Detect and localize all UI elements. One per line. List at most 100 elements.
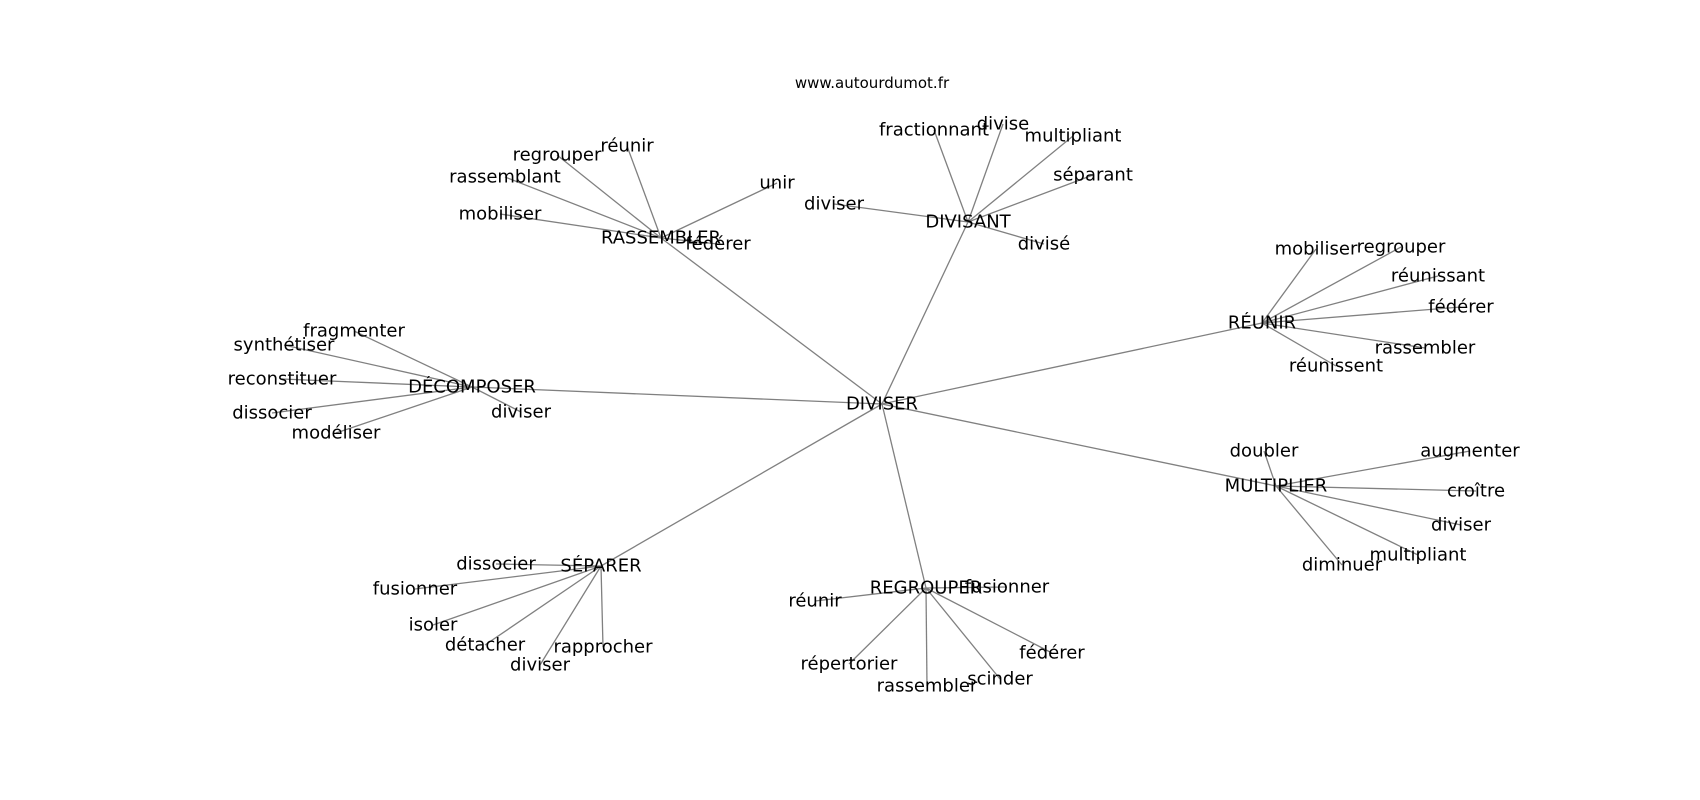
node-leaf-multiplier-augmenter[interactable]: augmenter [1420, 441, 1520, 462]
edge-center-decomposer [471, 386, 883, 405]
node-leaf-reunir-reunissant[interactable]: réunissant [1391, 266, 1485, 287]
node-leaf-multiplier-doubler[interactable]: doubler [1230, 441, 1299, 462]
edge-divisant-separant [967, 174, 1094, 223]
node-leaf-divisant-divise[interactable]: divisé [1018, 234, 1071, 255]
edge-divisant-divise [967, 123, 1004, 223]
edge-separer-fusionner [414, 565, 602, 590]
edge-multiplier-diminuer [1275, 485, 1343, 566]
node-leaf-regrouper-scinder[interactable]: scinder [967, 669, 1033, 690]
node-leaf-reunir-rassembler[interactable]: rassembler [1375, 338, 1476, 359]
node-leaf-rassembler-unir[interactable]: unir [759, 173, 795, 194]
node-leaf-reunir-federer[interactable]: fédérer [1428, 297, 1494, 318]
node-leaf-separer-dissocier[interactable]: dissocier [456, 554, 536, 575]
edge-reunir-regrouper [1261, 246, 1402, 324]
edge-reunir-rassembler [1261, 322, 1426, 349]
node-leaf-rassembler-federer[interactable]: fédérer [685, 234, 751, 255]
edge-multiplier-multipliant [1275, 485, 1419, 556]
edge-reunir-reunissant [1261, 275, 1439, 324]
edge-rassembler-reunir [626, 145, 662, 239]
node-leaf-decomposer-dissocier[interactable]: dissocier [232, 403, 312, 424]
node-leaf-decomposer-diviser[interactable]: diviser [491, 402, 552, 423]
edge-rassembler-regrouper [556, 154, 662, 239]
edge-rassembler-rassemblant [504, 176, 662, 239]
node-leaf-multiplier-diviser[interactable]: diviser [1431, 515, 1492, 536]
node-leaf-separer-rapprocher[interactable]: rapprocher [553, 637, 653, 658]
edge-rassembler-unir [660, 182, 778, 239]
node-leaf-decomposer-fragmenter[interactable]: fragmenter [303, 321, 405, 342]
edge-center-reunir [881, 322, 1263, 405]
node-center-diviser[interactable]: DIVISER [846, 394, 918, 415]
node-leaf-reunir-mobiliser[interactable]: mobiliser [1275, 239, 1358, 260]
edge-center-separer [600, 403, 883, 567]
edge-regrouper-fusionner [925, 586, 1008, 589]
edge-separer-rapprocher [600, 565, 604, 648]
edge-separer-isoler [432, 565, 602, 626]
edge-center-multiplier [881, 403, 1277, 487]
edge-center-divisant [881, 221, 969, 405]
node-hub-regrouper[interactable]: REGROUPER [870, 578, 982, 599]
node-leaf-rassembler-rassemblant[interactable]: rassemblant [449, 167, 561, 188]
edge-reunir-federer [1261, 306, 1462, 324]
node-leaf-regrouper-reunir[interactable]: réunir [788, 591, 842, 612]
edge-decomposer-dissocier [271, 386, 473, 414]
edge-divisant-fractionnant [933, 129, 969, 223]
node-leaf-divisant-diviser[interactable]: diviser [804, 194, 865, 215]
node-leaf-reunir-regrouper[interactable]: regrouper [1357, 237, 1446, 258]
edge-rassembler-mobiliser [499, 213, 662, 239]
node-leaf-regrouper-rassembler[interactable]: rassembler [877, 676, 978, 697]
edge-regrouper-reunir [814, 587, 927, 602]
node-leaf-divisant-divise[interactable]: divise [977, 114, 1030, 135]
edge-divisant-multipliant [967, 135, 1074, 223]
node-leaf-separer-isoler[interactable]: isoler [409, 615, 458, 636]
edge-multiplier-doubler [1263, 450, 1277, 487]
node-leaf-decomposer-synthetiser[interactable]: synthétiser [234, 335, 335, 356]
edge-center-rassembler [660, 237, 883, 405]
edge-decomposer-modeliser [335, 386, 473, 434]
edge-rassembler-federer [660, 237, 719, 245]
node-leaf-rassembler-mobiliser[interactable]: mobiliser [459, 204, 542, 225]
edge-center-regrouper [881, 403, 927, 589]
edge-reunir-reunissent [1261, 322, 1337, 367]
node-leaf-divisant-separant[interactable]: séparant [1053, 165, 1133, 186]
node-hub-rassembler[interactable]: RASSEMBLER [601, 228, 721, 249]
node-leaf-divisant-fractionnant[interactable]: fractionnant [879, 120, 989, 141]
node-hub-reunir[interactable]: RÉUNIR [1228, 312, 1296, 334]
graph-edges [271, 123, 1477, 687]
edge-regrouper-federer [925, 587, 1053, 654]
edge-regrouper-scinder [925, 587, 1001, 680]
node-leaf-multiplier-diminuer[interactable]: diminuer [1302, 555, 1383, 576]
node-leaf-divisant-multipliant[interactable]: multipliant [1025, 126, 1122, 147]
node-leaf-decomposer-modeliser[interactable]: modéliser [292, 423, 382, 444]
edge-regrouper-rassembler [925, 587, 928, 687]
node-hub-multiplier[interactable]: MULTIPLIER [1225, 476, 1328, 497]
node-leaf-separer-fusionner[interactable]: fusionner [373, 579, 458, 600]
edge-separer-detacher [484, 565, 602, 646]
node-leaf-regrouper-fusionner[interactable]: fusionner [965, 577, 1050, 598]
edge-separer-dissocier [495, 563, 602, 567]
edge-decomposer-reconstituer [281, 378, 473, 388]
edge-separer-diviser [539, 565, 602, 666]
node-leaf-decomposer-reconstituer[interactable]: reconstituer [228, 369, 337, 390]
graph-labels: www.autourdumot.fr DIVISER RASSEMBLER réun… [228, 74, 1521, 697]
node-leaf-multiplier-croitre[interactable]: croître [1447, 481, 1505, 502]
node-leaf-separer-diviser[interactable]: diviser [510, 655, 571, 676]
edge-multiplier-augmenter [1275, 450, 1471, 487]
node-leaf-regrouper-repertorier[interactable]: répertorier [801, 654, 899, 675]
node-hub-divisant[interactable]: DIVISANT [925, 212, 1011, 233]
edge-decomposer-diviser [471, 386, 522, 413]
edge-reunir-mobiliser [1261, 248, 1317, 324]
node-leaf-reunir-reunissent[interactable]: réunissent [1289, 356, 1383, 377]
node-leaf-multiplier-multipliant[interactable]: multipliant [1370, 545, 1467, 566]
edge-regrouper-repertorier [848, 587, 927, 665]
node-leaf-regrouper-federer[interactable]: fédérer [1019, 643, 1085, 664]
watermark[interactable]: www.autourdumot.fr [795, 74, 950, 92]
node-leaf-rassembler-regrouper[interactable]: regrouper [513, 145, 602, 166]
node-leaf-separer-detacher[interactable]: détacher [445, 635, 526, 656]
node-leaf-rassembler-reunir[interactable]: réunir [600, 136, 654, 157]
node-hub-decomposer[interactable]: DÉCOMPOSER [408, 376, 536, 398]
edge-decomposer-synthetiser [283, 344, 473, 388]
edge-decomposer-fragmenter [353, 330, 473, 388]
node-hub-separer[interactable]: SÉPARER [560, 555, 641, 577]
edge-multiplier-diviser [1275, 485, 1462, 526]
